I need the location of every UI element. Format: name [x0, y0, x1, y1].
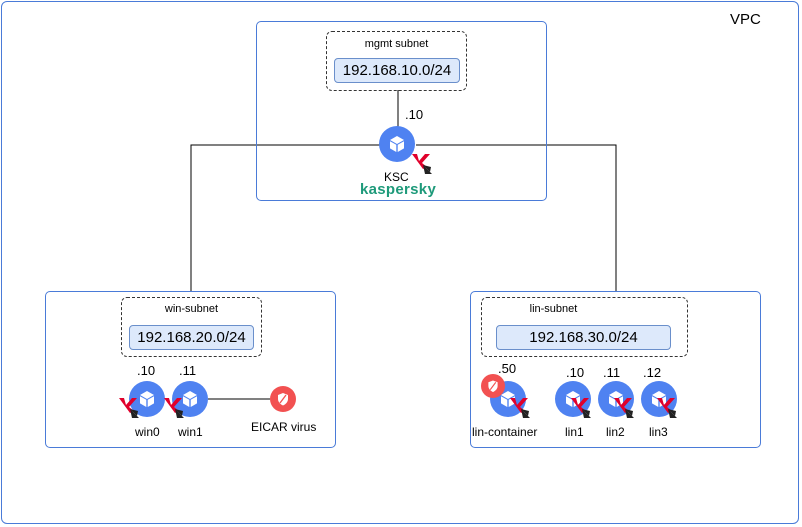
lin-container-ip-label: .50: [498, 361, 517, 376]
win1-label: win1: [178, 425, 203, 439]
kaspersky-badge-icon: [118, 397, 140, 419]
lin-cidr-badge: 192.168.30.0/24: [496, 325, 671, 350]
kaspersky-badge-icon: [570, 397, 592, 419]
win-cidr-badge: 192.168.20.0/24: [129, 325, 254, 350]
lin2-label: lin2: [606, 425, 625, 439]
lin-subnet-box: [481, 297, 688, 357]
eicar-virus-label: EICAR virus: [251, 420, 317, 434]
lin1-ip-label: .10: [566, 365, 585, 380]
shield-icon: [278, 393, 288, 406]
lin-container-virus-icon: [481, 374, 505, 398]
lin-group: [470, 291, 761, 448]
win-subnet-label: win-subnet: [164, 303, 219, 315]
kaspersky-badge-icon: [163, 397, 185, 419]
kaspersky-badge-icon: [509, 397, 531, 419]
ksc-ip-label: .10: [405, 107, 424, 122]
ksc-to-lin-subnet-line: [416, 144, 617, 291]
win0-ip-label: .10: [137, 363, 156, 378]
lin1-label: lin1: [565, 425, 584, 439]
ksc-to-win-subnet-line: [190, 144, 380, 291]
kaspersky-badge-icon: [411, 153, 433, 175]
win-subnet-box: [121, 297, 262, 357]
ksc-label: KSC: [384, 170, 409, 184]
cube-icon: [183, 391, 197, 407]
ksc-server-node[interactable]: [379, 126, 415, 162]
win0-label: win0: [135, 425, 160, 439]
cube-icon: [390, 136, 404, 152]
lin3-label: lin3: [649, 425, 668, 439]
lin2-ip-label: .11: [603, 365, 621, 380]
mgmt-subnet-label: mgmt subnet: [364, 38, 429, 50]
mgmt-subnet-box: [326, 31, 467, 91]
lin-container-label: lin-container: [472, 425, 538, 439]
lin-subnet-label: lin-subnet: [529, 303, 578, 315]
cube-icon: [140, 391, 154, 407]
kaspersky-badge-icon: [656, 397, 678, 419]
kaspersky-logo: kaspersky: [360, 181, 437, 198]
kaspersky-badge-icon: [613, 397, 635, 419]
shield-icon: [488, 380, 498, 392]
mgmt-group: [256, 21, 547, 201]
lin3-ip-label: .12: [643, 365, 662, 380]
win-group: [45, 291, 336, 448]
vpc-label: VPC: [730, 11, 761, 28]
eicar-virus-node[interactable]: [270, 386, 296, 412]
mgmt-cidr-badge: 192.168.10.0/24: [334, 58, 460, 83]
win1-ip-label: .11: [179, 363, 197, 378]
